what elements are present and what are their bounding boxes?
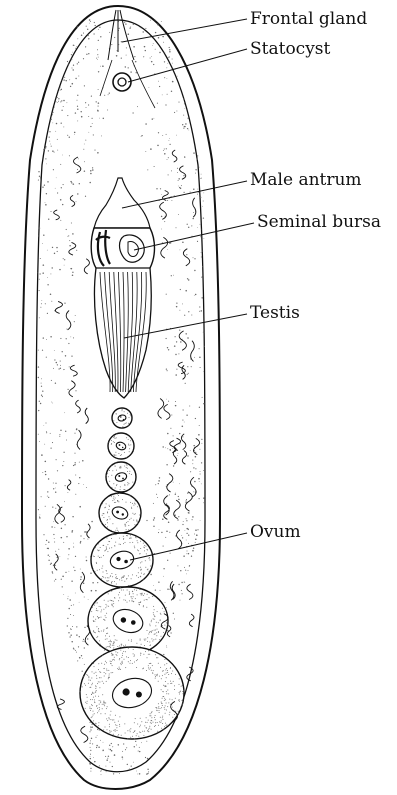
male-antrum <box>94 178 150 228</box>
ovum-cell <box>80 647 184 739</box>
leader-statocyst <box>128 49 247 82</box>
ovum-cell <box>112 408 132 428</box>
ovum-cell <box>91 533 153 587</box>
label-statocyst: Statocyst <box>250 41 330 58</box>
ovum-cell <box>106 462 136 492</box>
ovum-cell <box>99 493 141 533</box>
label-ovum: Ovum <box>250 524 301 541</box>
ovum-chain <box>80 408 184 739</box>
label-frontal-gland: Frontal gland <box>250 11 367 28</box>
seminal-bursa <box>91 228 154 274</box>
label-seminal-bursa: Seminal bursa <box>257 214 381 231</box>
ovum-cell <box>108 433 134 459</box>
leader-frontal-gland <box>122 19 247 42</box>
male-organ-complex <box>91 178 154 398</box>
leader-male-antrum <box>122 181 247 208</box>
label-testis: Testis <box>250 305 300 322</box>
ovum-cell <box>88 587 168 655</box>
frontal-gland <box>108 10 134 60</box>
label-male-antrum: Male antrum <box>250 172 362 189</box>
